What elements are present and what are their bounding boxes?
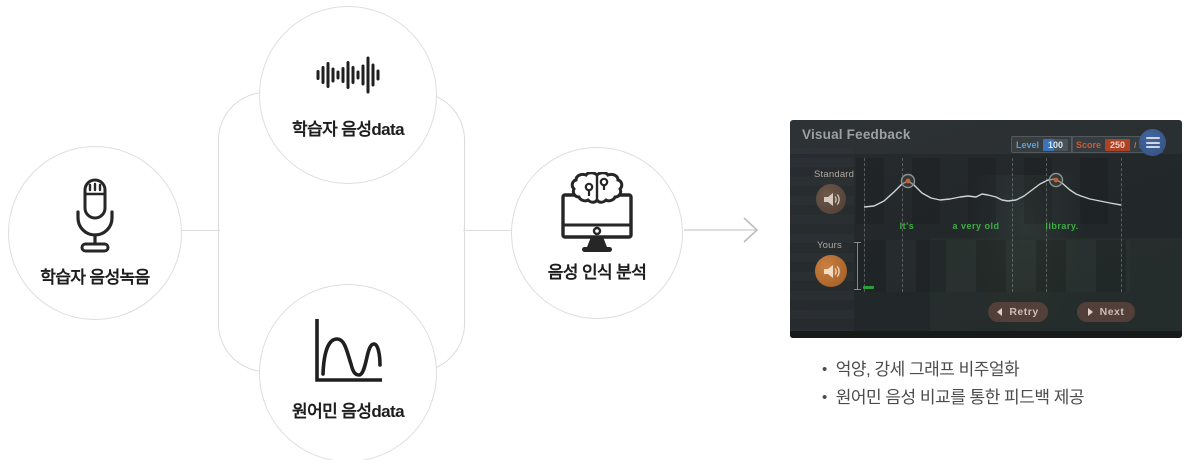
yours-axis-ruler [857, 242, 858, 290]
menu-button[interactable] [1139, 129, 1166, 156]
score-label: Score [1076, 139, 1102, 150]
pitch-chart-icon [260, 317, 436, 385]
next-button-label: Next [1099, 306, 1125, 318]
flow-arrow-icon [684, 217, 759, 243]
retry-arrow-icon [997, 308, 1003, 316]
retry-button-label: Retry [1009, 306, 1039, 318]
standard-label: Standard [814, 169, 855, 180]
connector-line-left [180, 230, 220, 231]
word-boundary-line [902, 158, 903, 292]
note-item: • 원어민 음성 비교를 통한 피드백 제공 [822, 384, 1084, 412]
retry-button[interactable]: Retry [988, 302, 1048, 322]
next-button[interactable]: Next [1077, 302, 1135, 322]
word-boundary-line [1012, 158, 1013, 292]
background-buildings [790, 148, 854, 338]
node-label: 원어민 음성data [292, 402, 404, 421]
node-label: 음성 인식 분석 [547, 263, 647, 282]
note-item: • 억양, 강세 그래프 비주얼화 [822, 356, 1084, 384]
yours-label: Yours [817, 240, 842, 251]
note-text: 원어민 음성 비교를 통한 피드백 제공 [835, 388, 1085, 407]
yours-graph-band [856, 240, 1130, 292]
play-yours-button[interactable] [815, 255, 847, 287]
node-voice-recording: 학습자 음성녹음 [8, 146, 182, 320]
sentence-word: library. [1045, 221, 1079, 231]
node-speech-analysis: 음성 인식 분석 [511, 147, 683, 319]
recording-progress-mark [863, 286, 874, 289]
voice-waveform-icon [260, 55, 436, 95]
bullet-icon: • [822, 361, 827, 378]
monitor-brain-icon [512, 172, 682, 256]
node-label: 학습자 음성data [292, 120, 404, 139]
level-label: Level [1016, 139, 1040, 150]
node-native-voice-data: 원어민 음성data [259, 284, 437, 460]
app-title: Visual Feedback [802, 127, 911, 142]
next-arrow-icon [1087, 308, 1093, 316]
word-boundary-line [1121, 158, 1122, 292]
microphone-icon [9, 177, 181, 255]
feature-notes: • 억양, 강세 그래프 비주얼화 • 원어민 음성 비교를 통한 피드백 제공 [822, 356, 1084, 412]
level-value: 100 [1043, 138, 1069, 151]
visual-feedback-app: Visual Feedback Level 100 Score 250 / 10… [790, 120, 1182, 338]
sentence-word: a very old [952, 221, 1000, 231]
background-photo-block [930, 238, 1182, 338]
note-text: 억양, 강세 그래프 비주얼화 [835, 360, 1020, 379]
node-label: 학습자 음성녹음 [40, 268, 150, 287]
panel-bottom-strip [790, 331, 1182, 338]
score-value: 250 [1105, 138, 1131, 151]
play-standard-button[interactable] [816, 184, 846, 214]
bullet-icon: • [822, 389, 827, 406]
word-boundary-line [1046, 158, 1047, 292]
standard-graph-band [856, 158, 1130, 224]
node-learner-voice-data: 학습자 음성data [259, 6, 437, 184]
speaker-icon [823, 192, 840, 206]
hamburger-icon [1145, 137, 1160, 139]
connector-line-right [463, 230, 513, 231]
sentence-word: It's [899, 221, 915, 231]
speaker-icon [823, 264, 840, 278]
word-boundary-line [864, 158, 865, 292]
level-badge: Level 100 [1011, 136, 1074, 153]
